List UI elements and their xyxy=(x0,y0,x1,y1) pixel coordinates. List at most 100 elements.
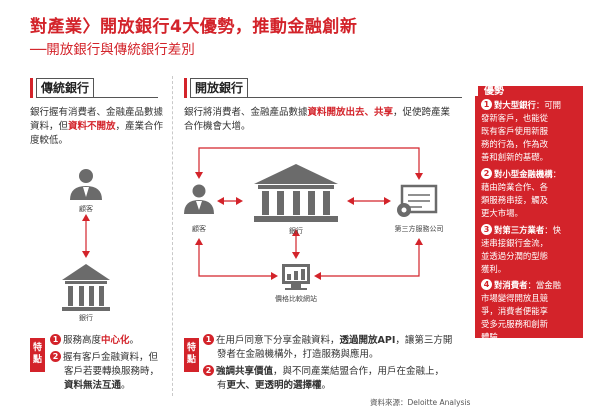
feature-highlight: 中心化 xyxy=(101,335,130,346)
advantage-text: 務的行為，作為改 xyxy=(481,139,548,149)
third-party-comparison-arrow xyxy=(314,238,423,280)
traditional-bank-heading: 傳統銀行 xyxy=(30,78,158,98)
feature-text: 發者在金融機構外，打造服務與應用。 xyxy=(217,349,379,360)
feature-text: 。 xyxy=(121,380,131,391)
feature-text: 服務高度 xyxy=(63,335,102,346)
bank-icon xyxy=(62,264,110,311)
number-1-icon: 1 xyxy=(481,99,492,110)
advantage-text: 快 xyxy=(552,225,561,235)
number-2-icon: 2 xyxy=(481,168,492,179)
price-comparison-icon xyxy=(282,264,310,290)
feature-text: 。 xyxy=(321,380,332,391)
feature-highlight: 透過開放API xyxy=(339,335,396,346)
number-1-icon: 1 xyxy=(203,334,214,345)
advantages-panel xyxy=(475,86,583,338)
advantage-head: 對消費者 xyxy=(494,280,528,290)
open-customer-icon xyxy=(184,184,214,214)
advantage-text: 受多元服務和創新 xyxy=(481,319,548,329)
advantage-text: 獲利。 xyxy=(481,264,507,274)
feature-highlight: 更大、更透明的選擇權 xyxy=(226,380,322,391)
traditional-bank-label: 銀行 xyxy=(79,314,93,322)
customer-icon xyxy=(70,169,102,200)
advantage-sep: ： xyxy=(544,225,553,235)
traditional-bank-description: 銀行握有消費者、金融產品數據 資料，但資料不開放，產業合作 度較低。 xyxy=(30,106,170,148)
open-customer-label: 顧客 xyxy=(192,225,206,233)
feature-text: 在用戶同意下分享金融資料， xyxy=(216,335,340,346)
heading-underline xyxy=(36,97,158,98)
customer-third-party-loop-arrow xyxy=(195,147,423,180)
advantage-text: 類服務串接，觸及 xyxy=(481,195,548,205)
desc-line: 資料，但資料不開放，產業合作 xyxy=(30,120,170,134)
source-note: 資料來源：Deloitte Analysis xyxy=(370,398,471,407)
open-bank-description: 銀行將消費者、金融產品數據資料開放出去、共享，促使跨產業 合作機會大增。 xyxy=(184,106,472,134)
feature-item-end: 有更大、更透明的選擇權。 xyxy=(203,379,473,393)
advantage-text: 當金融 xyxy=(535,280,561,290)
advantage-head: 對大型銀行 xyxy=(494,100,536,110)
desc-line: 合作機會大增。 xyxy=(184,121,251,132)
third-party-service-icon xyxy=(397,184,438,217)
feature-text: 握有客戶金融資料，但 xyxy=(63,352,159,363)
number-3-icon: 3 xyxy=(481,224,492,235)
feature-highlight: 強調共享價值 xyxy=(216,366,274,377)
customer-bank-arrow xyxy=(217,197,243,205)
number-1-icon: 1 xyxy=(50,334,61,345)
column-divider xyxy=(172,76,173,396)
feature-item-end: 資料無法互通。 xyxy=(50,379,172,393)
bank-comparison-arrow xyxy=(292,229,300,259)
desc-highlight: 資料開放出去、共享 xyxy=(307,107,394,118)
feature-text: 客戶若要轉換服務時， xyxy=(64,366,160,377)
desc-line: 銀行握有消費者、金融產品數據 xyxy=(30,107,164,118)
third-party-label: 第三方服務公司 xyxy=(394,225,444,233)
advantage-text: 藉由跨業合作、各 xyxy=(481,182,548,192)
feature-text: 有 xyxy=(217,380,227,391)
advantage-text: 可開 xyxy=(544,100,561,110)
feature-text: ，讓第三方開 xyxy=(395,335,453,346)
feature-text: 。 xyxy=(129,335,140,346)
price-comparison-label: 價格比較網站 xyxy=(275,295,317,303)
desc-text: 銀行將消費者、金融產品數據 xyxy=(184,107,308,118)
desc-text: ，產業合作 xyxy=(115,121,164,132)
desc-text: ，促使跨產業 xyxy=(393,107,451,118)
open-bank-heading: 開放銀行 xyxy=(184,78,462,98)
number-4-icon: 4 xyxy=(481,279,492,290)
open-bank-icon xyxy=(254,164,338,222)
advantage-text: 市場變得開放且競 xyxy=(481,293,548,303)
open-features-badge: 特點 xyxy=(184,338,199,372)
heading-underline xyxy=(190,97,462,98)
advantages-title: 優勢 xyxy=(484,86,504,97)
number-2-icon: 2 xyxy=(50,351,61,362)
desc-line: 銀行將消費者、金融產品數據資料開放出去、共享，促使跨產業 xyxy=(184,106,472,120)
desc-highlight: 資料不開放 xyxy=(68,121,116,132)
desc-line: 度較低。 xyxy=(30,135,69,146)
advantages-title-bar xyxy=(475,86,478,96)
feature-text: ，與不同產業結盟合作，用戶在金融上， xyxy=(273,366,445,377)
advantage-text: 體驗。 xyxy=(481,332,507,342)
advantage-text: 速串接銀行金流， xyxy=(481,238,548,248)
advantage-text: 更大市場。 xyxy=(481,208,523,218)
bank-third-party-arrow xyxy=(347,197,391,205)
advantage-text: 發新客戶，也能從 xyxy=(481,113,548,123)
traditional-features-badge: 特點 xyxy=(30,338,45,372)
feature-highlight: 資料無法互通 xyxy=(64,380,122,391)
advantage-head: 對小型金融機構 xyxy=(494,169,553,179)
advantage-sep: ： xyxy=(552,169,561,179)
advantage-text: 爭，消費者便能享 xyxy=(481,306,548,316)
advantage-text: 善和創新的基礎。 xyxy=(481,152,548,162)
advantage-text: 並透過分潤的型態 xyxy=(481,251,548,261)
page-title: 對產業〉開放銀行4大優勢，推動金融創新 xyxy=(30,17,358,37)
heading-accent-bar xyxy=(30,78,33,98)
customer-to-bank-arrow xyxy=(82,214,90,258)
